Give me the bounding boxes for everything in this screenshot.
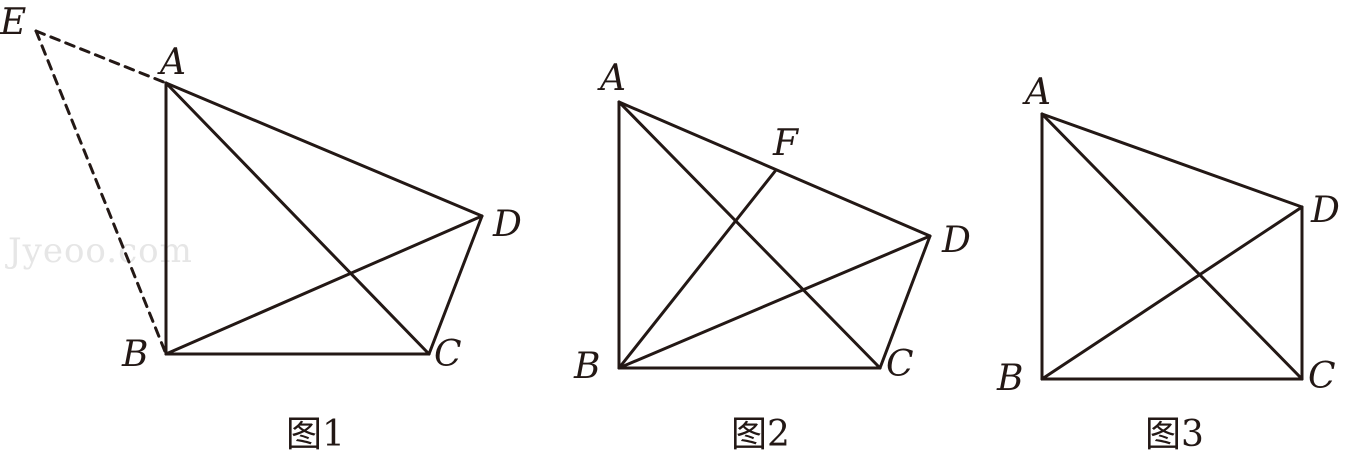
point-label-D: D bbox=[1310, 190, 1340, 231]
segment-AD bbox=[617, 100, 932, 238]
figure-2-caption: 图2 bbox=[731, 414, 790, 455]
figure-2: A F B C D 图2 bbox=[573, 58, 971, 455]
segment-EB bbox=[34, 29, 168, 356]
diagonal-BD bbox=[617, 234, 932, 370]
watermark: Jyeoo.com bbox=[5, 231, 193, 271]
segment-EA bbox=[34, 29, 168, 85]
segment-AD bbox=[164, 81, 484, 218]
point-label-F: F bbox=[772, 123, 800, 164]
point-label-B: B bbox=[996, 358, 1023, 399]
figure-3: A B C D 图3 bbox=[996, 72, 1340, 455]
segment-AD bbox=[1040, 112, 1304, 209]
point-label-D: D bbox=[492, 204, 522, 245]
point-label-A: A bbox=[1022, 72, 1051, 113]
point-label-B: B bbox=[573, 346, 600, 387]
figure-3-caption: 图3 bbox=[1145, 414, 1204, 455]
segment-BF bbox=[617, 168, 778, 370]
segment-CD bbox=[878, 234, 932, 370]
diagonal-AC bbox=[164, 81, 431, 356]
point-label-C: C bbox=[886, 344, 914, 385]
point-label-A: A bbox=[157, 42, 186, 83]
point-label-E: E bbox=[0, 2, 26, 43]
point-label-C: C bbox=[1308, 356, 1336, 397]
figure-1-caption: 图1 bbox=[286, 414, 345, 455]
point-label-B: B bbox=[121, 334, 148, 375]
diagonal-BD bbox=[1040, 205, 1304, 381]
segment-CD bbox=[427, 214, 484, 356]
diagonal-AC bbox=[1040, 112, 1304, 381]
point-label-D: D bbox=[941, 220, 971, 261]
point-label-C: C bbox=[434, 334, 462, 375]
point-label-A: A bbox=[597, 58, 626, 99]
figure-1: E A B C D 图1 bbox=[0, 2, 522, 455]
diagonal-AC bbox=[617, 100, 882, 370]
diagonal-BD bbox=[164, 214, 484, 356]
